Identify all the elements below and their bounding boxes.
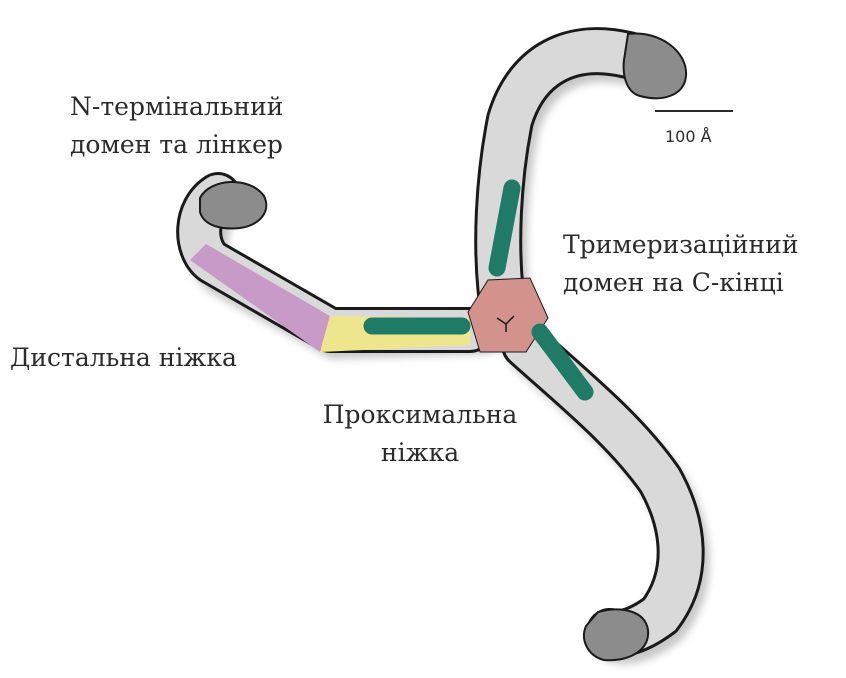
distal-leg-label: Дистальна ніжка: [10, 339, 237, 377]
trimerization-label-line2: домен на С-кінці: [563, 264, 799, 302]
trimerization-label-line1: Тримеризаційний: [563, 226, 799, 264]
proximal-leg-label: Проксимальна ніжка: [306, 396, 534, 472]
n-terminal-label-line2: домен та лінкер: [70, 126, 283, 164]
n-terminal-label-line1: N-термінальний: [70, 88, 283, 126]
lower-right-terminal-domain: [584, 609, 648, 660]
scale-bar-label: 100 Å: [665, 127, 712, 146]
n-terminal-label: N-термінальний домен та лінкер: [70, 88, 283, 164]
upper-right-terminal-domain: [624, 34, 686, 99]
trimerization-label: Тримеризаційний домен на С-кінці: [563, 226, 799, 302]
proximal-leg-label-line1: Проксимальна: [306, 396, 534, 434]
distal-leg-label-text: Дистальна ніжка: [10, 339, 237, 377]
left-terminal-domain: [200, 182, 266, 229]
proximal-leg-label-line2: ніжка: [306, 434, 534, 472]
lower-right-leg: [525, 345, 681, 660]
